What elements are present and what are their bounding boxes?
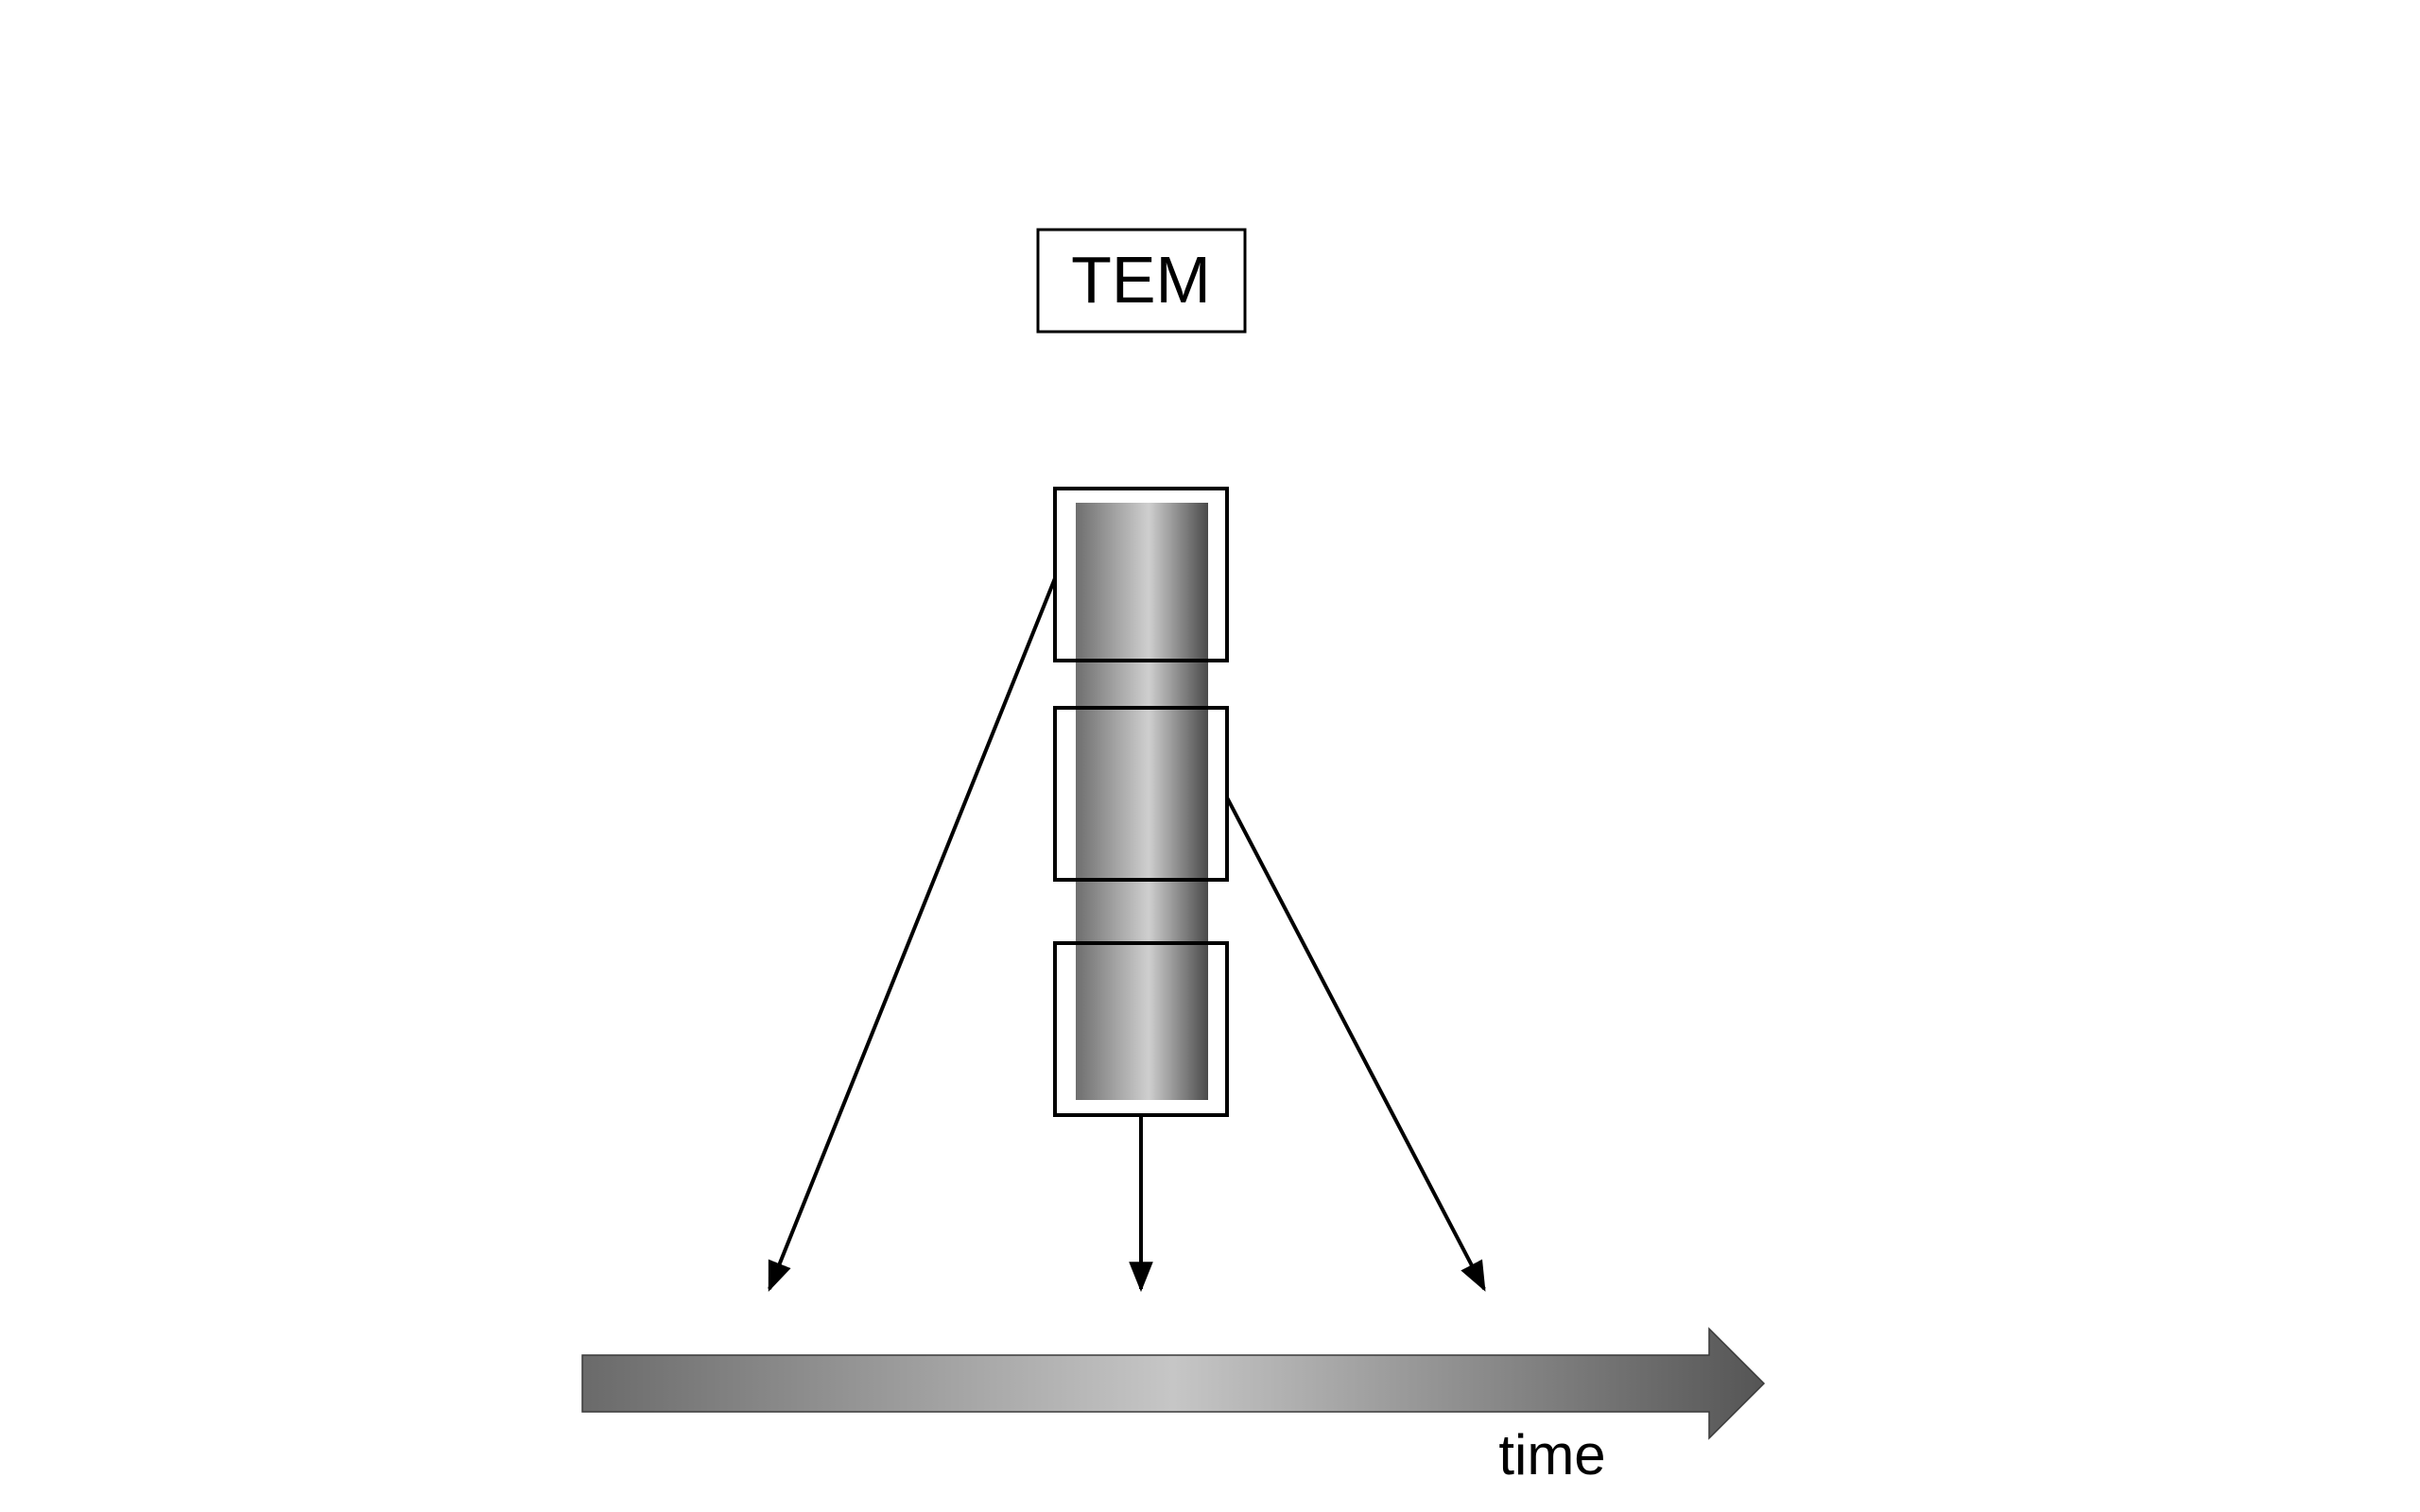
region-box-middle: [1053, 706, 1229, 882]
tem-box: TEM: [1036, 228, 1247, 334]
region-box-top: [1053, 487, 1229, 662]
tem-label: TEM: [1071, 243, 1211, 317]
tem-box-frame: [1036, 228, 1247, 334]
specimen-pillar: [1076, 503, 1208, 1100]
time-axis-arrow: [581, 1327, 1766, 1440]
arrow-top-region: [768, 577, 1057, 1292]
time-axis-label: time: [1498, 1423, 1605, 1486]
arrow-middle-region: [1225, 797, 1486, 1292]
